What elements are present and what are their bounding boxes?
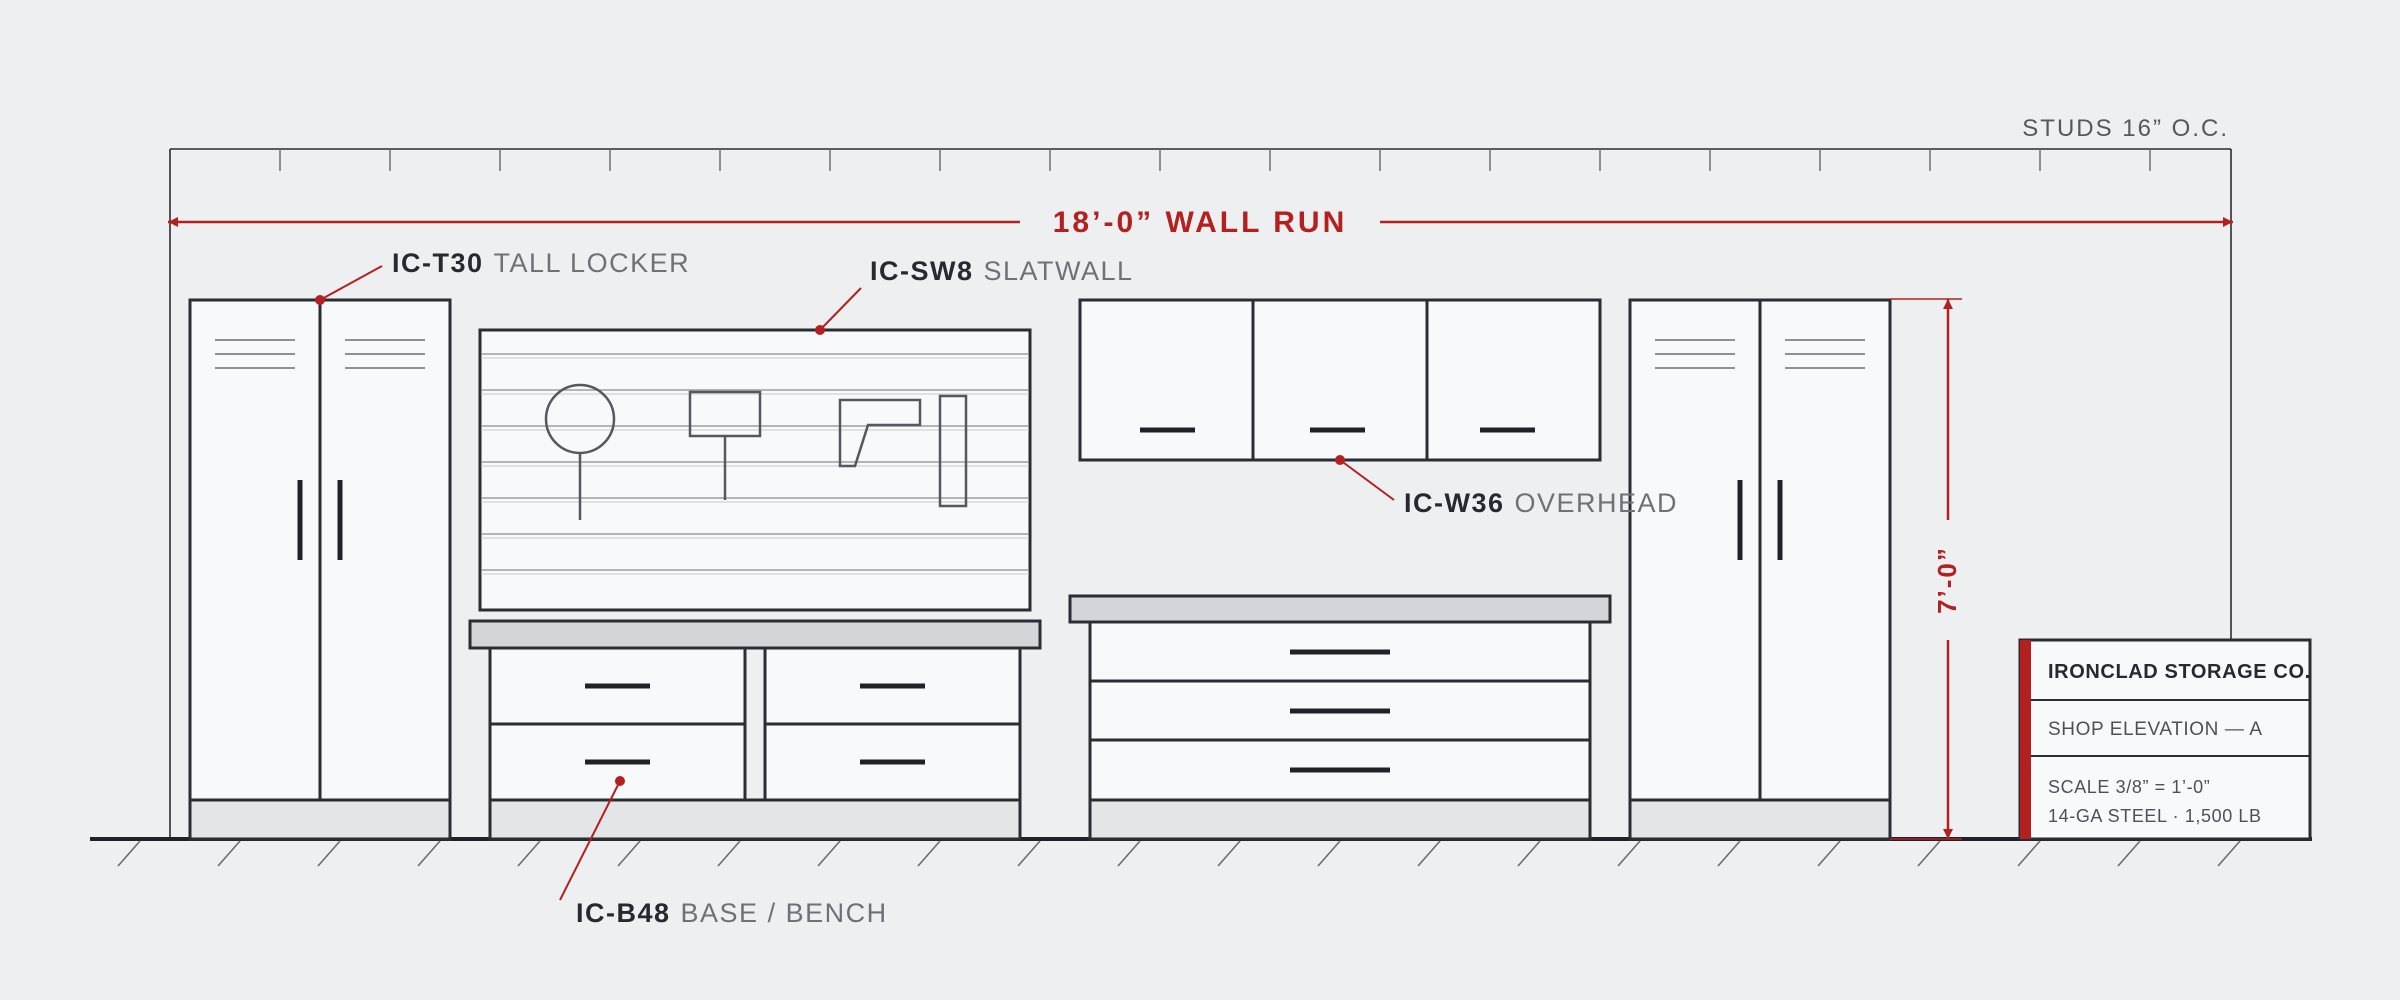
hatch-mark-icon bbox=[917, 840, 941, 867]
wall-outline bbox=[169, 148, 2232, 839]
hatch-mark-icon bbox=[317, 840, 341, 867]
hatch-mark-icon bbox=[1217, 840, 1241, 867]
callout-slatwall: IC-SW8 SLATWALL bbox=[815, 256, 1134, 335]
base-bench-left bbox=[468, 619, 1042, 841]
wall-run-label: 18’-0” WALL RUN bbox=[1053, 206, 1347, 239]
hatch-mark-icon bbox=[1417, 840, 1441, 867]
callout-code: IC-T30 bbox=[392, 248, 484, 278]
hatch-mark-icon bbox=[2117, 840, 2141, 867]
hatch-mark-icon bbox=[1117, 840, 1141, 867]
base-drawer-unit bbox=[1068, 594, 1612, 841]
hatch-mark-icon bbox=[1917, 840, 1941, 867]
hatch-mark-icon bbox=[1717, 840, 1741, 867]
callout-desc: OVERHEAD bbox=[1515, 488, 1679, 518]
hatch-mark-icon bbox=[417, 840, 441, 867]
hatch-mark-icon bbox=[617, 840, 641, 867]
height-label: 7’-0” bbox=[1932, 546, 1962, 614]
hatch-mark-icon bbox=[817, 840, 841, 867]
leader-dot-icon bbox=[815, 325, 825, 335]
slatwall-panel bbox=[478, 328, 1032, 612]
callout-base-bench: IC-B48 BASE / BENCH bbox=[559, 776, 888, 928]
floor-hatch bbox=[117, 840, 2241, 867]
callout-desc: SLATWALL bbox=[984, 256, 1134, 286]
title-block: IRONCLAD STORAGE CO. SHOP ELEVATION — A … bbox=[2018, 638, 2312, 841]
callout-tall-locker: IC-T30 TALL LOCKER bbox=[315, 248, 690, 305]
leader-dot-icon bbox=[615, 776, 625, 786]
hatch-mark-icon bbox=[1517, 840, 1541, 867]
company-name: IRONCLAD STORAGE CO. bbox=[2048, 661, 2311, 683]
spec-note: 14-GA STEEL · 1,500 LB bbox=[2048, 806, 2262, 826]
hatch-mark-icon bbox=[217, 840, 241, 867]
stud-ticks bbox=[279, 149, 2151, 171]
hatch-mark-icon bbox=[1317, 840, 1341, 867]
callout-code: IC-SW8 bbox=[870, 256, 974, 286]
hatch-mark-icon bbox=[517, 840, 541, 867]
hatch-mark-icon bbox=[2217, 840, 2241, 867]
tall-locker-right bbox=[1628, 298, 1892, 841]
hatch-mark-icon bbox=[1817, 840, 1841, 867]
callout-code: IC-W36 bbox=[1404, 488, 1505, 518]
leader-dot-icon bbox=[1335, 455, 1345, 465]
leader-dot-icon bbox=[315, 295, 325, 305]
sheet-title: SHOP ELEVATION — A bbox=[2048, 719, 2263, 740]
callout-desc: BASE / BENCH bbox=[681, 898, 888, 928]
callout-code: IC-B48 bbox=[576, 898, 671, 928]
hatch-mark-icon bbox=[2017, 840, 2041, 867]
hatch-mark-icon bbox=[117, 840, 141, 867]
overhead-cabinet bbox=[1078, 298, 1602, 462]
height-dimension: 7’-0” bbox=[1890, 298, 1962, 840]
hatch-mark-icon bbox=[1017, 840, 1041, 867]
callout-overhead: IC-W36 OVERHEAD bbox=[1335, 455, 1678, 518]
tall-locker-left bbox=[188, 298, 452, 841]
hatch-mark-icon bbox=[717, 840, 741, 867]
scale-note: SCALE 3/8” = 1’-0” bbox=[2048, 777, 2210, 797]
hatch-mark-icon bbox=[1617, 840, 1641, 867]
callout-desc: TALL LOCKER bbox=[494, 248, 691, 278]
studs-note: STUDS 16” O.C. bbox=[2022, 115, 2229, 142]
wall-run-dimension: 18’-0” WALL RUN bbox=[168, 206, 2233, 239]
